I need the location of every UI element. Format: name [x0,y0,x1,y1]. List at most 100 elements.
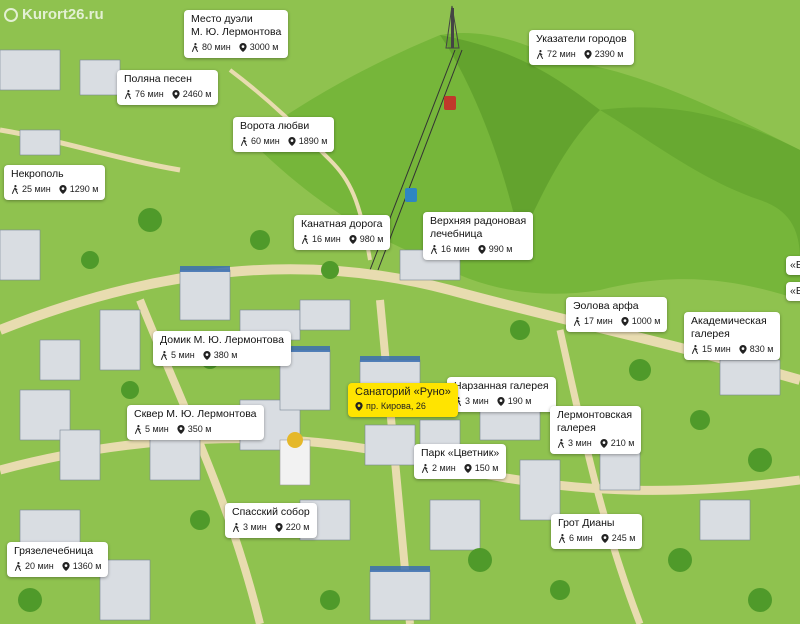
place-label-grot[interactable]: Грот Дианы 6 мин 245 м [551,514,643,549]
walk-time: 3 мин [568,438,592,448]
pin-icon [584,50,592,59]
distance: 2390 м [594,49,624,59]
place-title: Парк «Цветник» [421,447,500,459]
place-title: галерея [557,422,596,434]
walk-icon [536,50,544,59]
pin-icon [478,245,486,254]
place-label-spassky[interactable]: Спасский собор 3 мин 220 м [225,503,317,538]
place-title: Поляна песен [124,73,192,85]
pin-icon [349,235,357,244]
highlight-title: Санаторий «Руно» [355,386,451,398]
walk-time: 80 мин [202,42,231,52]
walk-time: 6 мин [569,533,593,543]
place-title: галерея [691,328,730,340]
kurort-logo [4,7,18,22]
distance: 245 м [611,533,636,543]
distance: 1290 м [69,184,99,194]
place-meta: 3 мин 220 м [232,521,310,534]
cable-car-top [444,96,456,110]
place-title: Эолова арфа [573,300,639,312]
place-title: лечебница [430,228,483,240]
place-title: Грот Дианы [558,517,615,529]
place-label-cable[interactable]: Канатная дорога 16 мин 980 м [294,215,391,250]
walk-icon [232,523,240,532]
walk-icon [421,464,429,473]
place-meta: 25 мин 1290 м [11,183,98,196]
pin-icon [177,425,185,434]
walk-time: 3 мин [243,522,267,532]
pin-icon [59,185,67,194]
distance: 1360 м [72,561,102,571]
walk-icon [301,235,309,244]
place-title: Лермонтовская [557,409,633,421]
walk-time: 16 мин [312,234,341,244]
edge-label-top: «Б [786,256,800,275]
walk-icon [160,351,168,360]
pin-icon [275,523,283,532]
place-title: Сквер М. Ю. Лермонтова [134,408,257,420]
pin-icon [621,317,629,326]
walk-time: 60 мин [251,136,280,146]
edge-label-mid: «Б [786,282,800,301]
place-title: М. Ю. Лермонтова [191,26,282,38]
distance: 830 м [749,344,774,354]
place-title: Ворота любви [240,120,310,132]
walk-icon [558,534,566,543]
highlight-label[interactable]: Санаторий «Руно» пр. Кирова, 26 [348,383,458,417]
cable-car-bottom [405,188,417,202]
walk-icon [124,90,132,99]
place-label-vorota[interactable]: Ворота любви 60 мин 1890 м [233,117,335,152]
walk-icon [14,562,22,571]
pin-icon [239,43,247,52]
place-meta: 6 мин 245 м [558,532,635,545]
distance: 220 м [285,522,310,532]
walk-time: 17 мин [584,316,613,326]
walk-icon [134,425,142,434]
walk-time: 5 мин [171,350,195,360]
place-title: Канатная дорога [301,218,383,230]
walk-time: 2 мин [432,463,456,473]
distance: 380 м [213,350,238,360]
walk-time: 16 мин [441,244,470,254]
distance: 980 м [359,234,384,244]
distance: 1890 м [298,136,328,146]
pin-icon [172,90,180,99]
place-meta: 16 мин 980 м [301,233,383,246]
walk-icon [240,137,248,146]
distance: 190 м [507,396,532,406]
place-label-necropol[interactable]: Некрополь 25 мин 1290 м [4,165,106,200]
pin-icon [464,464,472,473]
place-title: Спасский собор [232,506,310,518]
pin-icon [601,534,609,543]
place-title: Грязелечебница [14,545,94,557]
walk-time: 25 мин [22,184,51,194]
place-title: Академическая [691,315,767,327]
distance: 350 м [187,424,212,434]
distance: 210 м [610,438,635,448]
spassky-cathedral [279,432,311,486]
highlight-address: пр. Кирова, 26 [366,401,426,411]
pin-icon [62,562,70,571]
place-title: Некрополь [11,168,64,180]
walk-icon [191,43,199,52]
